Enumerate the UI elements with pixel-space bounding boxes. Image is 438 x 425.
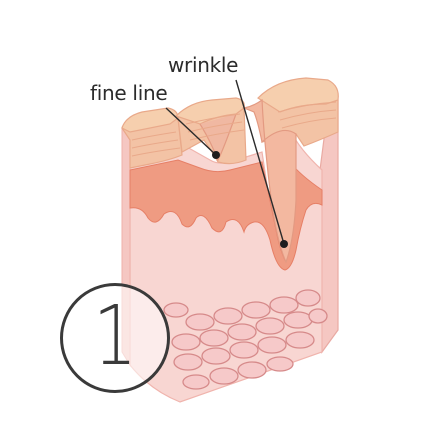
step-number-badge: 1 bbox=[60, 283, 170, 393]
step-number: 1 bbox=[92, 289, 138, 384]
epidermis-texture-lines bbox=[131, 101, 337, 157]
fine-line-pointer bbox=[165, 107, 217, 156]
fine-line-pointer-dot bbox=[212, 151, 220, 159]
fine-line-label: fine line bbox=[90, 81, 168, 105]
wrinkle-label: wrinkle bbox=[168, 53, 239, 77]
wrinkle-pointer-dot bbox=[280, 240, 288, 248]
wrinkle-pointer bbox=[235, 79, 285, 245]
subcutaneous-fat-cells bbox=[163, 289, 328, 390]
wrinkle-groove bbox=[241, 98, 297, 264]
epidermis-left-top bbox=[121, 107, 179, 133]
